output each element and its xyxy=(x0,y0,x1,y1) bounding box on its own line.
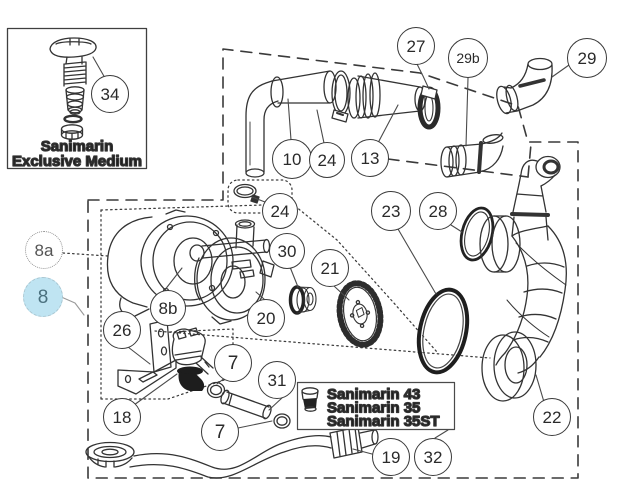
plug-icon xyxy=(301,387,319,412)
part-hose-adapter-13 xyxy=(347,72,426,119)
callout-34[interactable]: 34 xyxy=(91,75,129,113)
model-label-2: Sanimarin 35 xyxy=(327,400,420,417)
callout-8[interactable]: 8 xyxy=(23,277,63,317)
part-seal-30 xyxy=(288,285,317,315)
callout-7[interactable]: 7 xyxy=(201,413,239,451)
callout-28[interactable]: 28 xyxy=(419,192,457,230)
callout-8a[interactable]: 8a xyxy=(25,231,63,269)
callout-29b[interactable]: 29b xyxy=(448,38,488,78)
model-label-1: Sanimarin 43 xyxy=(327,386,420,403)
part-clamp-7-lower xyxy=(273,413,291,429)
part-seal-28 xyxy=(459,206,495,262)
callout-26[interactable]: 26 xyxy=(103,311,141,349)
callout-23[interactable]: 23 xyxy=(371,191,411,231)
inset-label-line1: Sanimarin xyxy=(41,138,114,155)
callout-10[interactable]: 10 xyxy=(272,139,312,179)
callout-29[interactable]: 29 xyxy=(567,38,607,78)
part-pump-housing-20 xyxy=(193,219,275,325)
part-tube-31 xyxy=(220,389,272,420)
part-clamp-24-top xyxy=(331,70,351,123)
callout-27[interactable]: 27 xyxy=(397,27,435,65)
callout-30[interactable]: 30 xyxy=(269,233,305,269)
part-impeller-21 xyxy=(336,280,384,348)
part-oring-23 xyxy=(416,287,470,375)
part-elbow-29 xyxy=(496,57,553,115)
part-clamp-7-upper xyxy=(206,381,226,399)
part-drain-plug-34 xyxy=(49,37,97,140)
part-hose-19 xyxy=(85,426,379,479)
callout-7[interactable]: 7 xyxy=(214,344,252,382)
leader-34 xyxy=(92,56,106,79)
part-elbow-29b xyxy=(440,132,504,178)
model-box: Sanimarin 43 Sanimarin 35 Sanimarin 35ST xyxy=(296,381,456,431)
dashed-boundary xyxy=(87,48,579,479)
callout-19[interactable]: 19 xyxy=(372,438,410,476)
part-macerator-elbow-22 xyxy=(479,155,567,402)
callout-21[interactable]: 21 xyxy=(311,249,349,287)
part-motor-8b xyxy=(106,209,271,317)
callout-20[interactable]: 20 xyxy=(247,299,285,337)
callout-13[interactable]: 13 xyxy=(351,139,389,177)
inset-label-line2: Exclusive Medium xyxy=(12,153,142,170)
part-elbow-10 xyxy=(245,70,337,178)
part-solenoid-valve-18 xyxy=(171,327,214,391)
callout-32[interactable]: 32 xyxy=(414,438,452,476)
callout-22[interactable]: 22 xyxy=(533,398,571,436)
leader-lines xyxy=(58,63,570,455)
callout-24[interactable]: 24 xyxy=(262,193,298,229)
callout-18[interactable]: 18 xyxy=(103,398,141,436)
callout-8b[interactable]: 8b xyxy=(150,290,186,326)
callout-24[interactable]: 24 xyxy=(309,142,345,178)
model-label-3: Sanimarin 35ST xyxy=(327,413,440,430)
callout-31[interactable]: 31 xyxy=(258,361,296,399)
